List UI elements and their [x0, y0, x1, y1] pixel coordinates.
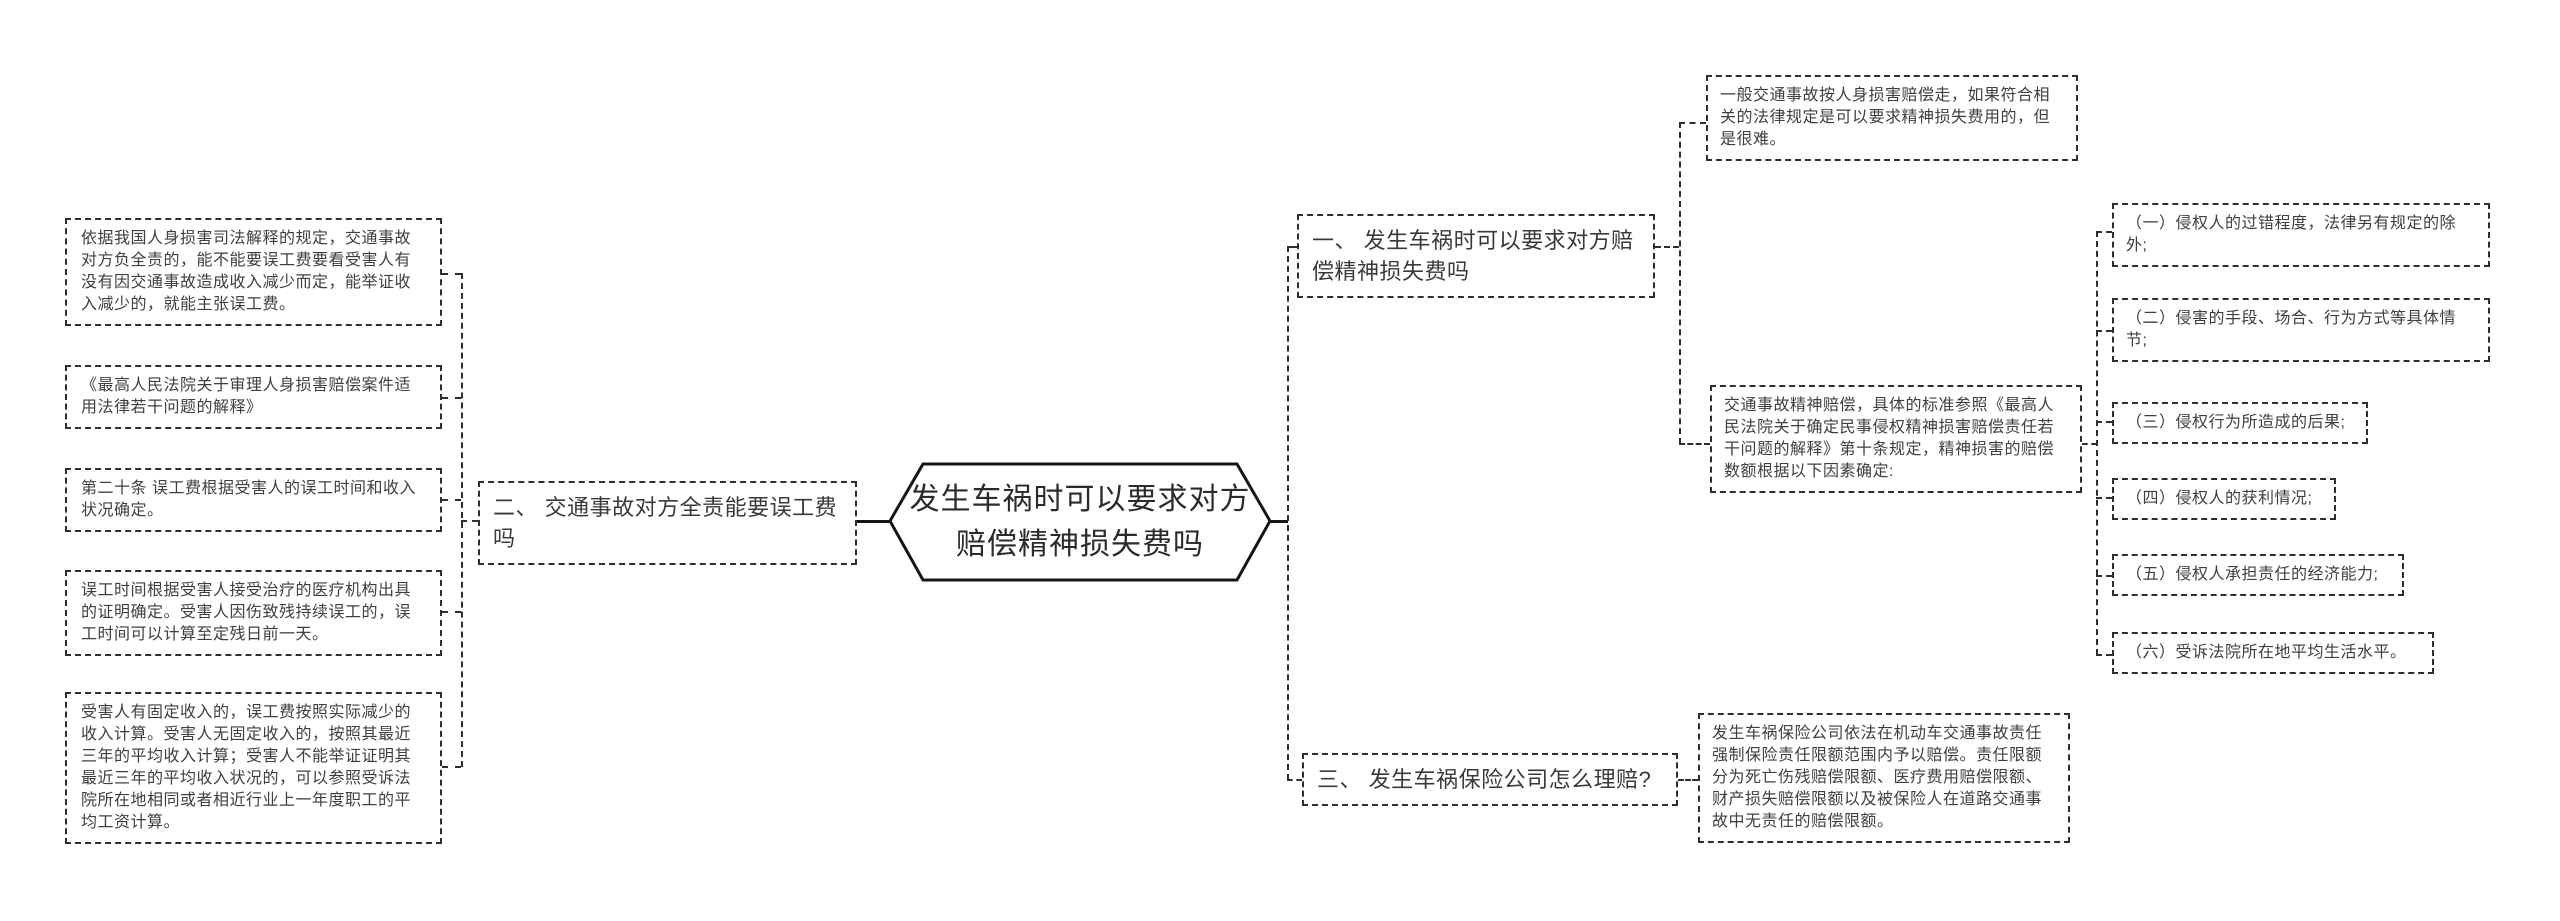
branch-one-node[interactable]: 一、 发生车祸时可以要求对方赔偿精神损失费吗: [1297, 214, 1655, 298]
connector-branch-two-left-stub: [461, 520, 478, 522]
branch-three-node[interactable]: 三、 发生车祸保险公司怎么理赔?: [1302, 753, 1678, 806]
factor-node-2[interactable]: （二）侵害的手段、场合、行为方式等具体情节;: [2112, 298, 2490, 362]
leaf-income-calculation[interactable]: 受害人有固定收入的，误工费按照实际减少的收入计算。受害人无固定收入的，按照其最近…: [65, 692, 442, 844]
connector-factor6-stub: [2096, 654, 2112, 656]
connector-leaf2-stub: [442, 397, 461, 399]
factor-node-5[interactable]: （五）侵权人承担责任的经济能力;: [2112, 554, 2404, 596]
connector-center-right-solid: [1270, 520, 1288, 523]
central-topic[interactable]: 发生车祸时可以要求对方赔偿精神损失费吗: [909, 483, 1251, 561]
connector-factor5-stub: [2096, 575, 2112, 577]
connector-branch-one-stub: [1287, 246, 1297, 248]
branch-two-node[interactable]: 二、 交通事故对方全责能要误工费吗: [478, 481, 857, 565]
connector-factors-trunk: [2096, 231, 2098, 655]
connector-branch-one-children-trunk: [1679, 122, 1681, 444]
connector-leaf1-stub: [442, 273, 461, 275]
connector-branch-three-child-stub: [1678, 779, 1698, 781]
factor-node-1[interactable]: （一）侵权人的过错程度，法律另有规定的除外;: [2112, 203, 2490, 267]
connector-factor1-stub: [2096, 231, 2112, 233]
factor-node-6[interactable]: （六）受诉法院所在地平均生活水平。: [2112, 632, 2434, 674]
connector-factor2-stub: [2096, 330, 2112, 332]
leaf-insurance-claim[interactable]: 发生车祸保险公司依法在机动车交通事故责任强制保险责任限额范围内予以赔偿。责任限额…: [1698, 713, 2070, 843]
factor-node-3[interactable]: （三）侵权行为所造成的后果;: [2112, 402, 2368, 444]
factor-node-4[interactable]: （四）侵权人的获利情况;: [2112, 478, 2336, 520]
connector-branch-one-right-stub: [1655, 246, 1679, 248]
connector-factors-root-stub: [2082, 443, 2097, 445]
connector-branch-three-stub: [1287, 779, 1302, 781]
leaf-mental-damage-answer[interactable]: 一般交通事故按人身损害赔偿走，如果符合相关的法律规定是可以要求精神损失费用的，但…: [1706, 75, 2078, 161]
connector-child-one-stub: [1679, 122, 1706, 124]
connector-leaf4-stub: [442, 611, 461, 613]
leaf-article-20[interactable]: 第二十条 误工费根据受害人的误工时间和收入状况确定。: [65, 468, 442, 532]
leaf-mental-damage-standard[interactable]: 交通事故精神赔偿，具体的标准参照《最高人民法院关于确定民事侵权精神损害赔偿责任若…: [1710, 385, 2082, 493]
connector-child-two-stub: [1679, 443, 1710, 445]
connector-leaf3-stub: [442, 499, 461, 501]
leaf-judicial-interpretation-title[interactable]: 《最高人民法院关于审理人身损害赔偿案件适用法律若干问题的解释》: [65, 365, 442, 429]
connector-leaf5-stub: [442, 766, 461, 768]
connector-center-left-solid: [857, 520, 890, 523]
leaf-wugong-time[interactable]: 误工时间根据受害人接受治疗的医疗机构出具的证明确定。受害人因伤致残持续误工的，误…: [65, 570, 442, 656]
connector-factor4-stub: [2096, 497, 2112, 499]
connector-factor3-stub: [2096, 421, 2112, 423]
leaf-wugongfei-basis[interactable]: 依据我国人身损害司法解释的规定，交通事故对方负全责的，能不能要误工费要看受害人有…: [65, 218, 442, 326]
connector-right-trunk: [1287, 246, 1289, 780]
